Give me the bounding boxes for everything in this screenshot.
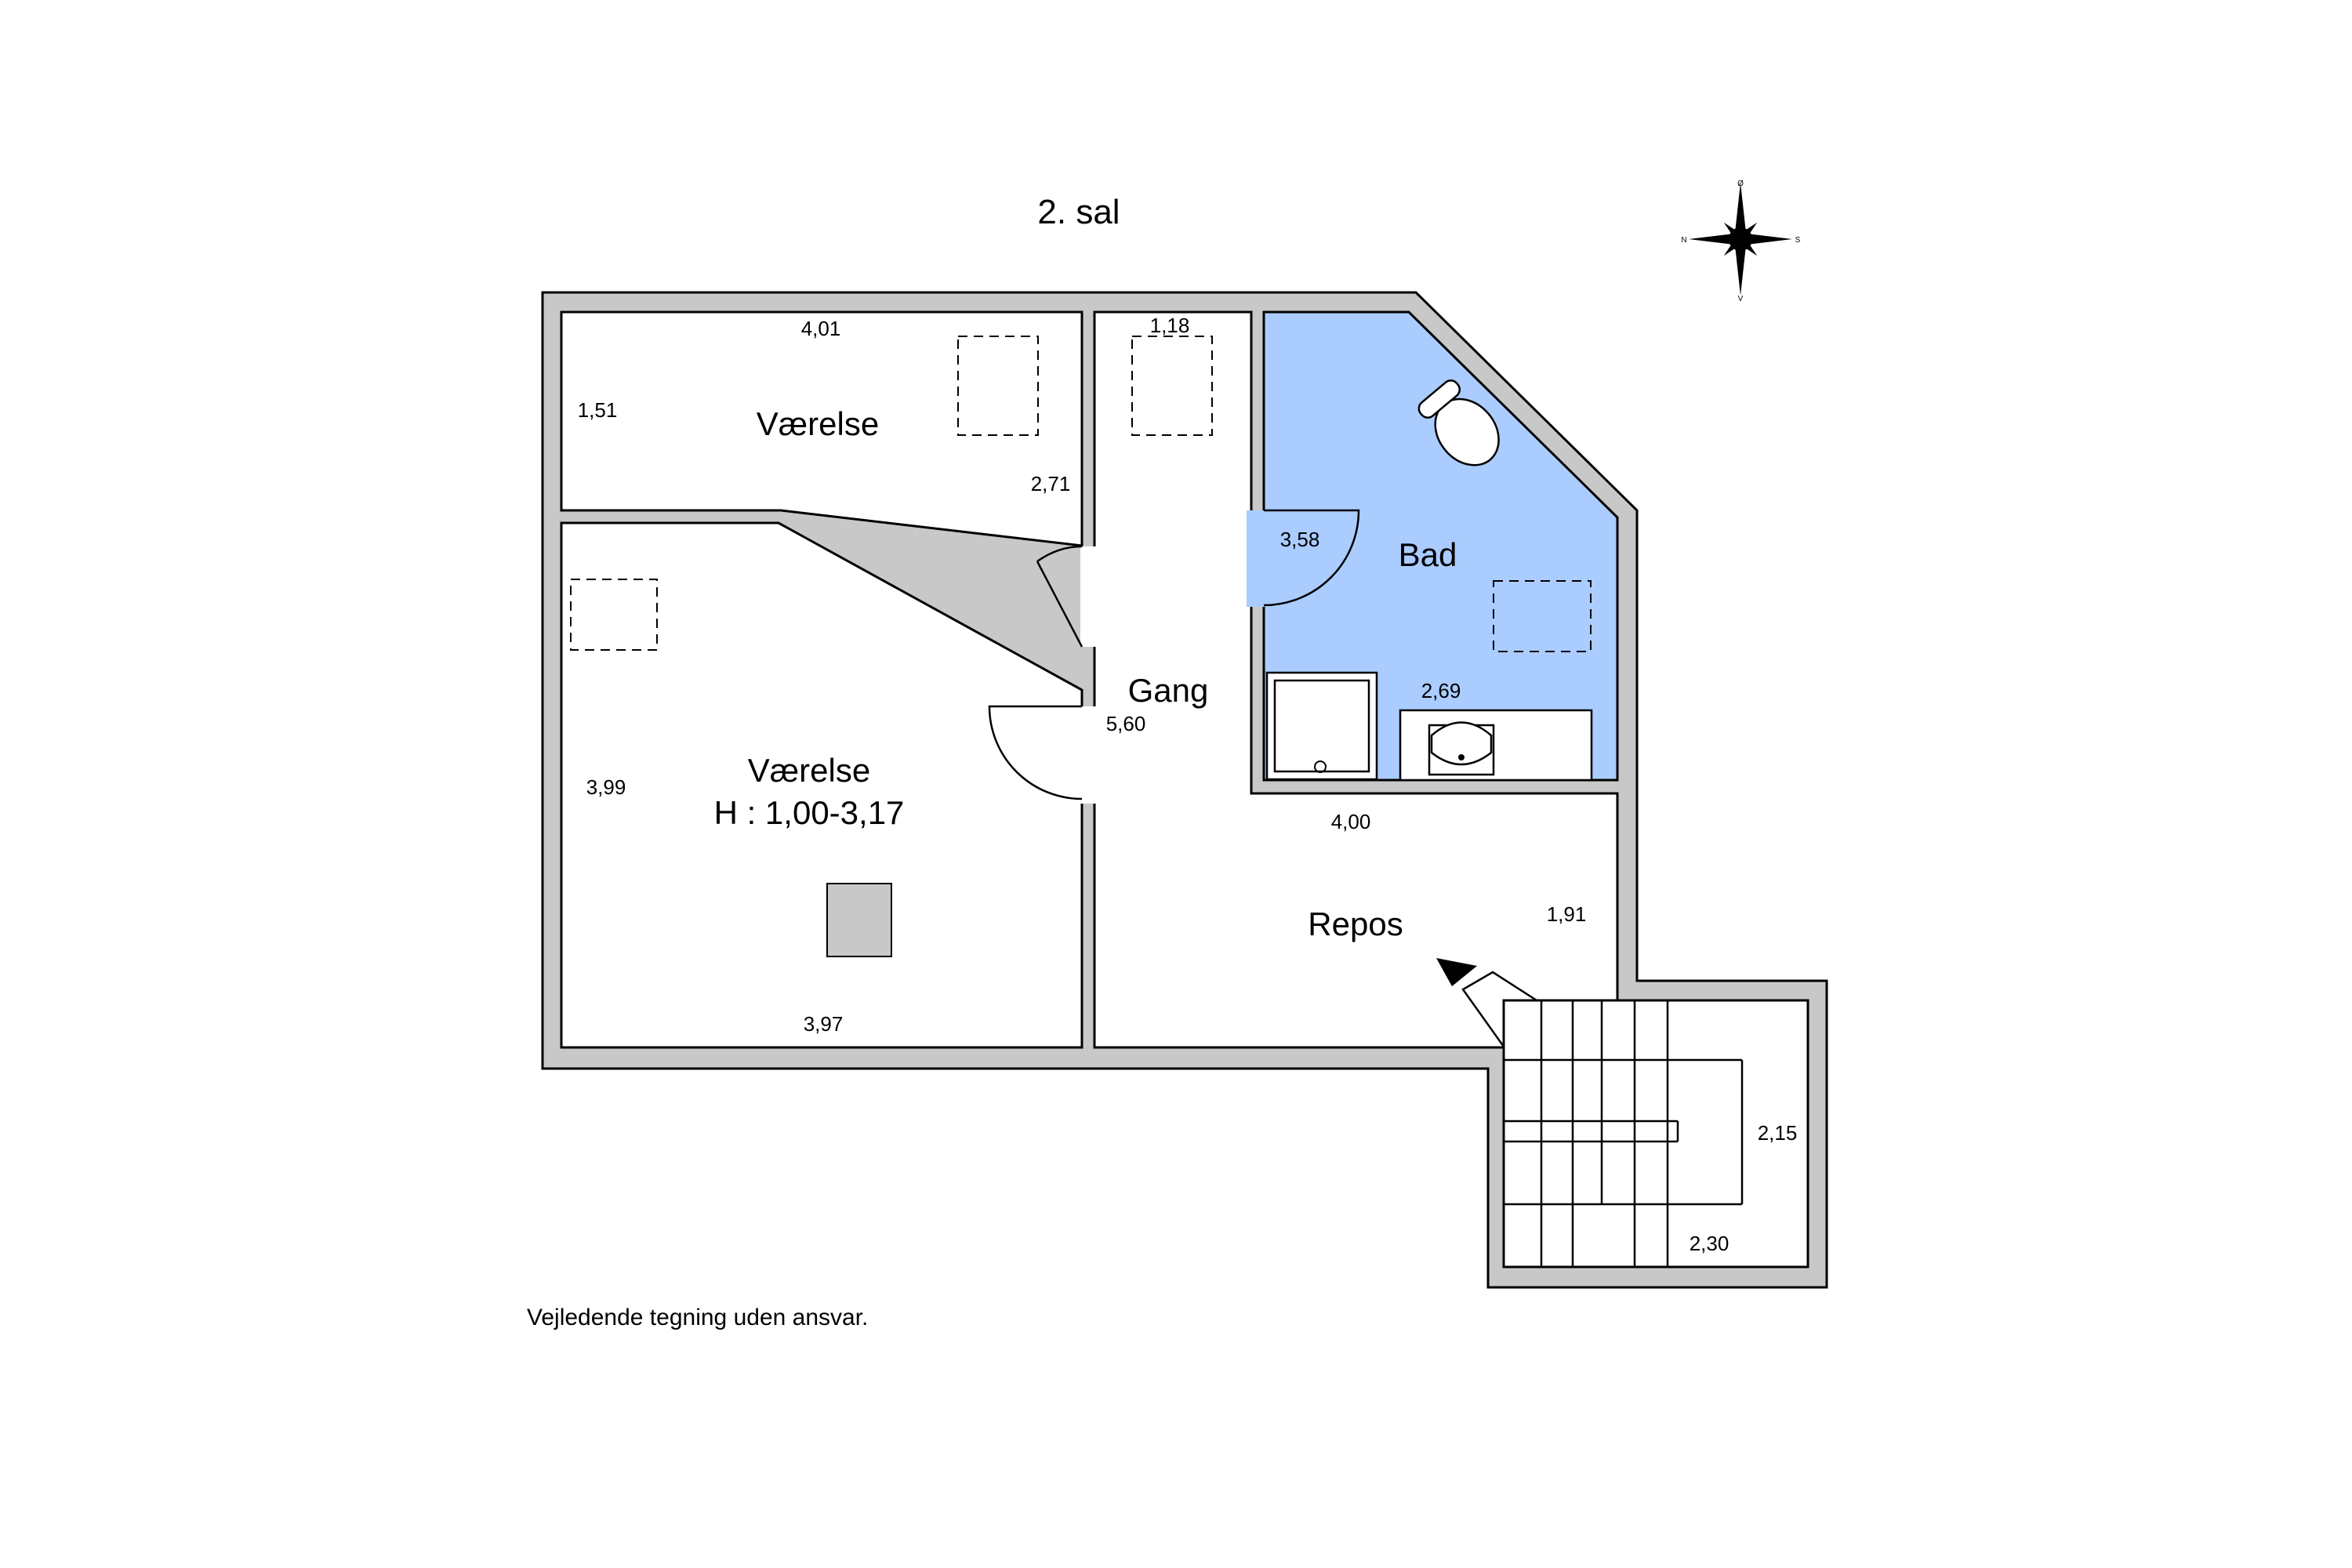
dimension-label: 4,01: [801, 317, 841, 340]
dimension-label: 2,15: [1758, 1121, 1798, 1145]
room-vaerelse-top: [560, 310, 1083, 547]
dimension-label: 3,97: [804, 1012, 844, 1036]
dimension-label: 5,60: [1106, 712, 1146, 735]
compass-west-label: V: [1738, 295, 1744, 303]
room-label-bad: Bad: [1399, 536, 1457, 573]
floor-title: 2. sal: [1037, 193, 1120, 231]
compass-icon: Ø V N S: [1681, 180, 1800, 303]
dimension-label: 4,00: [1331, 810, 1371, 833]
dimension-label: 1,91: [1547, 902, 1587, 926]
room-label-gang: Gang: [1128, 672, 1209, 709]
shower-icon: [1265, 671, 1378, 781]
sink-icon: [1399, 709, 1593, 782]
skylight: [957, 336, 1039, 436]
stair-well: [1502, 999, 1809, 1269]
door-top-room[interactable]: [1036, 545, 1096, 648]
room-label-vaerelse-top: Værelse: [757, 405, 879, 442]
stair-direction-arrow-icon: [1436, 958, 1537, 1047]
dimension-label: 2,30: [1690, 1232, 1730, 1255]
dimension-label: 1,18: [1150, 314, 1190, 337]
dimension-label: 3,99: [586, 775, 626, 799]
chimney: [826, 883, 892, 957]
door-bottom-room[interactable]: [988, 705, 1096, 804]
room-vaerelse-bottom: [560, 521, 1083, 1049]
dimension-label: 2,71: [1031, 472, 1071, 495]
room-label-vaerelse-bottom: Værelse: [748, 752, 870, 789]
room-bad: [1262, 310, 1619, 782]
stair-treads: [1504, 999, 1744, 1267]
disclaimer-note: Vejledende tegning uden ansvar.: [527, 1305, 868, 1330]
dimension-label: 2,69: [1421, 679, 1461, 702]
skylight: [1493, 580, 1592, 652]
toilet-icon: [1417, 379, 1500, 466]
door-bathroom[interactable]: [1247, 509, 1360, 607]
dimension-label: 1,51: [578, 398, 618, 422]
compass-south-label: S: [1795, 236, 1801, 245]
compass-north-label: N: [1681, 236, 1686, 245]
dimension-label: 3,58: [1280, 528, 1320, 551]
room-height-label: H : 1,00-3,17: [714, 794, 905, 831]
skylight: [1131, 336, 1213, 436]
compass-east-label: Ø: [1737, 180, 1744, 188]
room-label-repos: Repos: [1308, 906, 1403, 942]
